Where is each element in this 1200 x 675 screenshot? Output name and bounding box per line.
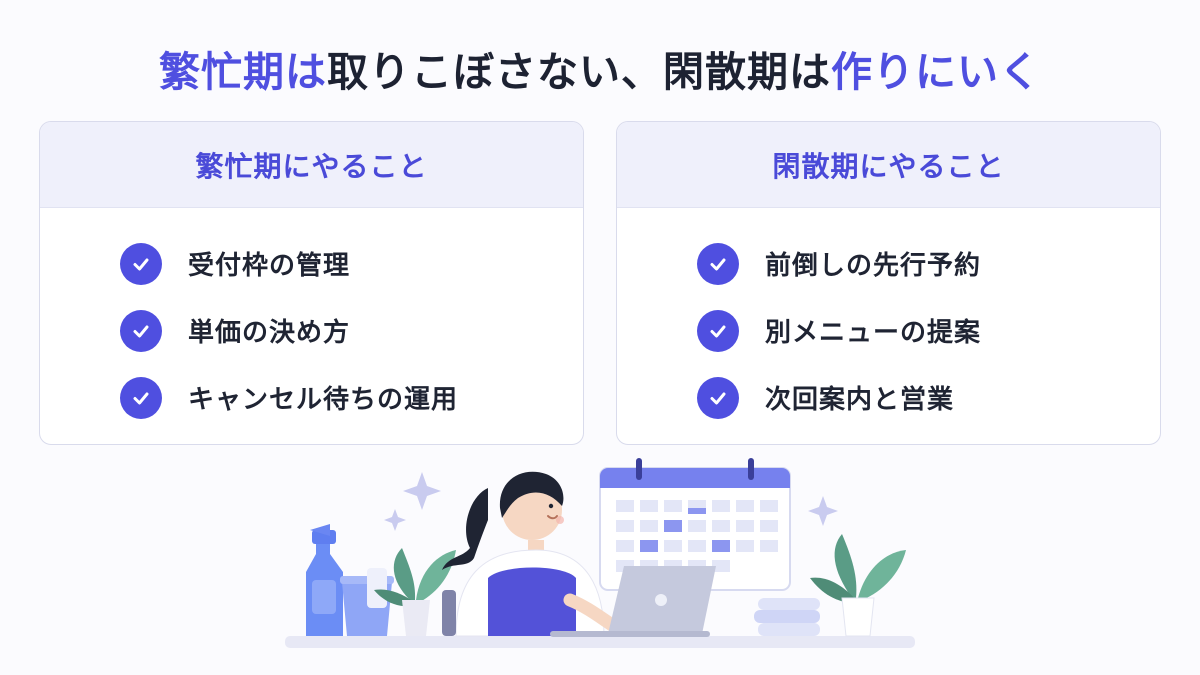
spray-bottle-icon xyxy=(306,524,343,636)
list-item: 別メニューの提案 xyxy=(617,297,1160,364)
busy-season-card: 繁忙期にやること 受付枠の管理 単価の決め方 キャンセル待ちの運用 xyxy=(39,121,584,445)
title-middle: 取りこぼさない、閑散期は xyxy=(327,48,831,96)
list-item-label: 次回案内と営業 xyxy=(765,385,955,415)
slow-season-card: 閑散期にやること 前倒しの先行予約 別メニューの提案 次回案内と営業 xyxy=(616,121,1161,445)
check-icon xyxy=(697,376,739,419)
worker-illustration xyxy=(285,458,915,648)
slow-season-heading: 閑散期にやること xyxy=(617,122,1160,208)
plant-icon xyxy=(374,548,456,636)
towels-icon xyxy=(754,598,820,636)
sparkle-icon xyxy=(384,472,838,531)
title-accent-create: 作りにいく xyxy=(831,48,1041,96)
page-title: 繁忙期は取りこぼさない、閑散期は作りにいく xyxy=(0,38,1200,98)
check-icon xyxy=(120,376,162,419)
list-item-label: 単価の決め方 xyxy=(188,318,351,348)
list-item-label: 前倒しの先行予約 xyxy=(765,251,982,281)
list-item-label: キャンセル待ちの運用 xyxy=(188,385,459,415)
check-icon xyxy=(697,309,739,352)
list-item: 前倒しの先行予約 xyxy=(617,230,1160,297)
list-item: 次回案内と営業 xyxy=(617,364,1160,431)
laptop-icon xyxy=(550,566,716,637)
woman-figure xyxy=(442,471,627,637)
desk xyxy=(285,636,915,648)
check-icon xyxy=(120,242,162,285)
slow-season-list: 前倒しの先行予約 別メニューの提案 次回案内と営業 xyxy=(617,208,1160,431)
list-item: 単価の決め方 xyxy=(40,297,583,364)
list-item-label: 別メニューの提案 xyxy=(765,318,982,348)
title-accent-busy: 繁忙期は xyxy=(159,48,327,96)
calendar-icon xyxy=(599,458,791,591)
check-icon xyxy=(120,309,162,352)
plant-icon xyxy=(810,534,906,637)
list-item: 受付枠の管理 xyxy=(40,230,583,297)
bucket-icon xyxy=(340,568,394,636)
busy-season-heading: 繁忙期にやること xyxy=(40,122,583,208)
busy-season-list: 受付枠の管理 単価の決め方 キャンセル待ちの運用 xyxy=(40,208,583,431)
list-item-label: 受付枠の管理 xyxy=(188,251,351,281)
list-item: キャンセル待ちの運用 xyxy=(40,364,583,431)
check-icon xyxy=(697,242,739,285)
